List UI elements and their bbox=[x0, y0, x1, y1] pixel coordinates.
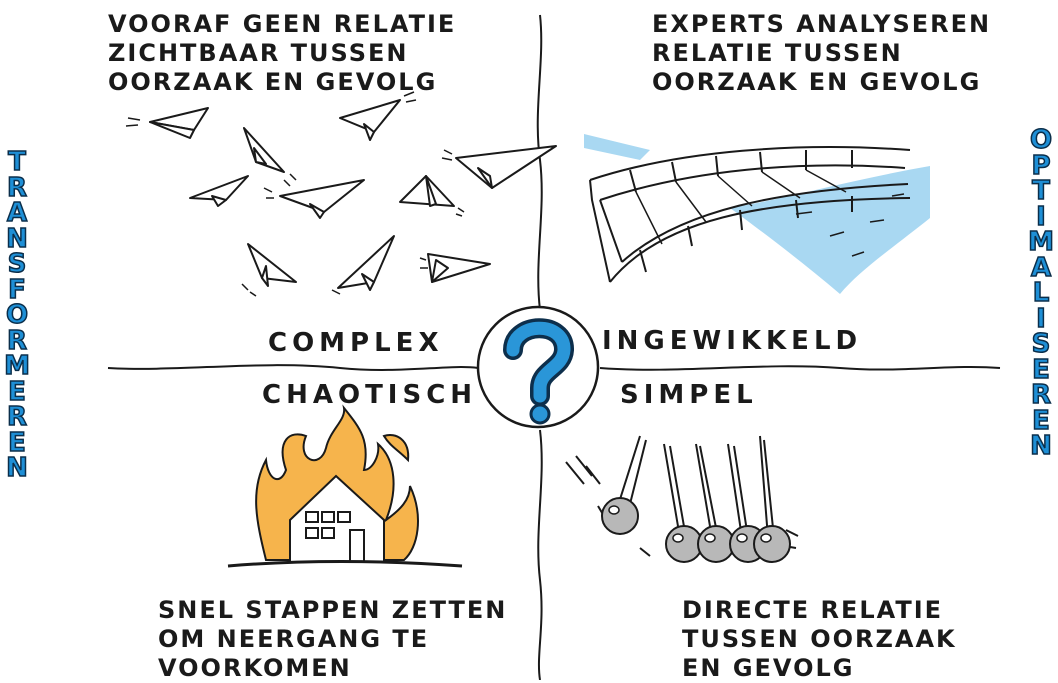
side-label-letter: E bbox=[7, 427, 26, 458]
side-label-letter: E bbox=[1031, 405, 1050, 436]
paper-airplanes-icon bbox=[125, 91, 557, 297]
side-label-letter: I bbox=[1035, 201, 1046, 232]
side-label-letter: N bbox=[1029, 431, 1052, 461]
side-label-letter: E bbox=[7, 376, 26, 407]
side-label-letter: P bbox=[1031, 150, 1052, 181]
side-label-letter: R bbox=[6, 325, 28, 356]
simple-description-line-3: EN GEVOLG bbox=[682, 654, 855, 682]
side-label-letter: T bbox=[1031, 176, 1050, 206]
side-label-letter: A bbox=[6, 198, 28, 228]
bridge-icon bbox=[584, 134, 930, 294]
side-label-letter: O bbox=[1029, 125, 1053, 155]
side-label-letter: T bbox=[7, 147, 26, 177]
complicated-description-line-3: OORZAAK EN GEVOLG bbox=[652, 68, 982, 96]
vertical-divider bbox=[536, 14, 543, 680]
question-mark-icon bbox=[476, 305, 600, 429]
side-label-letter: A bbox=[1030, 252, 1052, 283]
side-label-letter: F bbox=[7, 274, 26, 305]
side-label-letter: L bbox=[1032, 278, 1050, 308]
side-label-letter: M bbox=[3, 351, 30, 381]
side-label-letter: R bbox=[6, 402, 28, 432]
side-label-letter: M bbox=[1027, 227, 1054, 257]
chaotic-description: SNEL STAPPEN ZETTEN OM NEERGANG TE VOORK… bbox=[158, 596, 507, 683]
side-label-letter: N bbox=[5, 453, 28, 483]
complicated-description: EXPERTS ANALYSEREN RELATIE TUSSEN OORZAA… bbox=[652, 10, 991, 97]
side-label-letter: S bbox=[1031, 329, 1051, 359]
chaotic-description-line-3: VOORKOMEN bbox=[158, 654, 352, 682]
simple-domain-label: SIMPEL bbox=[620, 380, 758, 410]
complex-description-line-2: ZICHTBAAR TUSSEN bbox=[108, 39, 409, 67]
complex-description-line-3: OORZAAK EN GEVOLG bbox=[108, 68, 438, 96]
chaotic-description-line-2: OM NEERGANG TE bbox=[158, 625, 430, 653]
complex-domain-label: COMPLEX bbox=[268, 328, 444, 358]
house-on-fire-icon bbox=[227, 404, 463, 568]
newtons-cradle-icon bbox=[565, 435, 799, 563]
complex-description-line-1: VOORAF GEEN RELATIE bbox=[108, 10, 457, 38]
complicated-domain-label: INGEWIKKELD bbox=[602, 326, 863, 356]
side-label-letter: S bbox=[7, 249, 27, 279]
side-label-letter: I bbox=[1035, 303, 1046, 334]
side-label-letter: R bbox=[1030, 380, 1052, 410]
side-label-letter: O bbox=[5, 300, 29, 330]
simple-description: DIRECTE RELATIE TUSSEN OORZAAK EN GEVOLG bbox=[682, 596, 957, 683]
chaotic-domain-label: CHAOTISCH bbox=[262, 380, 478, 410]
chaotic-description-line-1: SNEL STAPPEN ZETTEN bbox=[158, 596, 508, 624]
complicated-description-line-1: EXPERTS ANALYSEREN bbox=[652, 10, 992, 38]
side-label-letter: E bbox=[1031, 354, 1050, 385]
side-label-letter: R bbox=[6, 172, 28, 203]
complicated-description-line-2: RELATIE TUSSEN bbox=[652, 39, 903, 67]
horizontal-divider bbox=[107, 364, 1001, 371]
complex-description: VOORAF GEEN RELATIE ZICHTBAAR TUSSEN OOR… bbox=[108, 10, 456, 97]
simple-description-line-2: TUSSEN OORZAAK bbox=[682, 625, 957, 653]
simple-description-line-1: DIRECTE RELATIE bbox=[682, 596, 944, 624]
side-label-letter: N bbox=[5, 223, 28, 254]
